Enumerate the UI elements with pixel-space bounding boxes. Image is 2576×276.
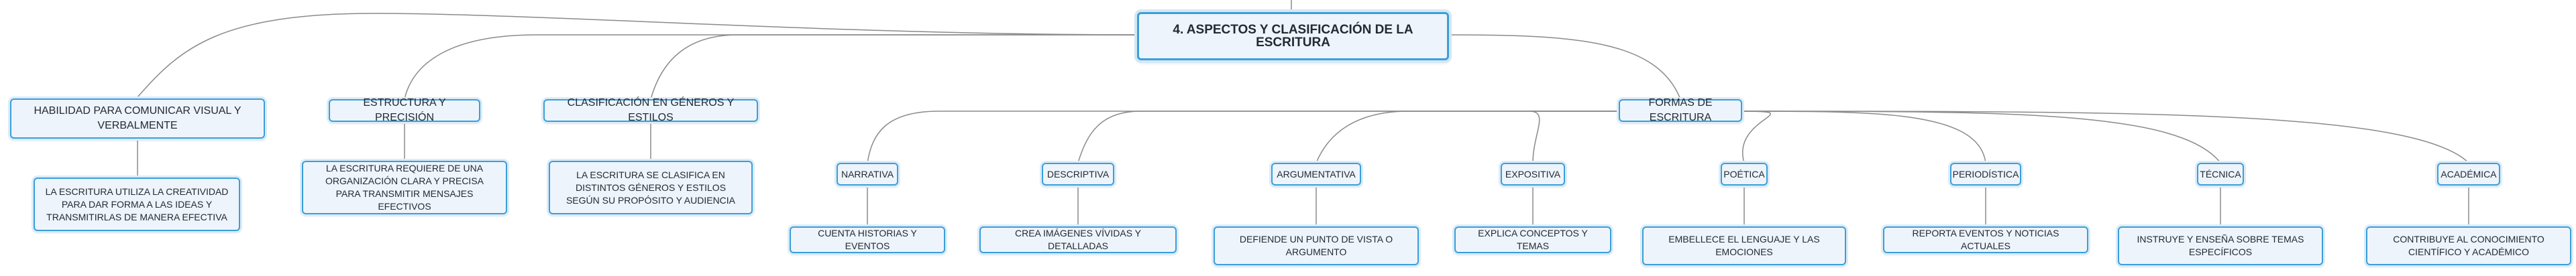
form-tecnica[interactable]: TÉCNICA (2197, 163, 2244, 186)
branch-habilidad[interactable]: HABILIDAD PARA COMUNICAR VISUAL Y VERBAL… (10, 98, 265, 139)
branch-clasificacion[interactable]: CLASIFICACIÓN EN GÉNEROS Y ESTILOS (543, 97, 758, 123)
root-label: 4. ASPECTOS Y CLASIFICACIÓN DE LA ESCRIT… (1173, 23, 1413, 50)
detail-expositiva[interactable]: EXPLICA CONCEPTOS Y TEMAS (1454, 226, 1611, 253)
form-tecnica-label: TÉCNICA (2200, 168, 2241, 180)
form-descriptiva-label: DESCRIPTIVA (1046, 168, 1110, 180)
detail-clasificacion-text: LA ESCRITURA SE CLASIFICA EN DISTINTOS G… (566, 169, 736, 206)
connector-formas-narrativa (867, 111, 1619, 163)
branch-habilidad-label: HABILIDAD PARA COMUNICAR VISUAL Y VERBAL… (34, 105, 241, 131)
form-periodistica[interactable]: PERIODÍSTICA (1950, 163, 2021, 186)
form-argumentativa[interactable]: ARGUMENTATIVA (1271, 163, 1361, 186)
form-expositiva[interactable]: EXPOSITIVA (1501, 163, 1565, 186)
form-narrativa[interactable]: NARRATIVA (837, 163, 898, 186)
branch-formas[interactable]: FORMAS DE ESCRITURA (1619, 97, 1742, 123)
form-poetica[interactable]: POÉTICA (1721, 163, 1768, 186)
detail-argumentativa[interactable]: DEFIENDE UN PUNTO DE VISTA O ARGUMENTO (1214, 226, 1419, 265)
detail-expositiva-text: EXPLICA CONCEPTOS Y TEMAS (1478, 228, 1588, 251)
form-periodistica-label: PERIODÍSTICA (1952, 168, 2019, 180)
root-node[interactable]: 4. ASPECTOS Y CLASIFICACIÓN DE LA ESCRIT… (1137, 12, 1449, 60)
detail-poetica-text: EMBELLECE EL LENGUAJE Y LAS EMOCIONES (1668, 234, 1820, 257)
connector-root-formas (1448, 34, 1681, 100)
form-argumentativa-label: ARGUMENTATIVA (1277, 168, 1356, 180)
detail-periodistica[interactable]: REPORTA EVENTOS Y NOTICIAS ACTUALES (1883, 226, 2088, 253)
connector-root-habilidad (137, 13, 1138, 98)
form-academica[interactable]: ACADÉMICA (2437, 163, 2500, 186)
connector-root-clasificacion (650, 34, 1137, 100)
detail-poetica[interactable]: EMBELLECE EL LENGUAJE Y LAS EMOCIONES (1642, 226, 1846, 265)
detail-descriptiva-text: CREA IMÁGENES VÍVIDAS Y DETALLADAS (1014, 228, 1142, 251)
form-descriptiva[interactable]: DESCRIPTIVA (1042, 163, 1114, 186)
detail-periodistica-text: REPORTA EVENTOS Y NOTICIAS ACTUALES (1912, 228, 2059, 251)
detail-narrativa[interactable]: CUENTA HISTORIAS Y EVENTOS (790, 226, 945, 253)
branch-formas-label: FORMAS DE ESCRITURA (1648, 97, 1713, 123)
detail-tecnica-text: INSTRUYE Y ENSEÑA SOBRE TEMAS ESPECÍFICO… (2137, 234, 2304, 257)
connector-formas-tecnica (1741, 111, 2221, 163)
form-academica-label: ACADÉMICA (2440, 168, 2497, 180)
branch-clasificacion-label: CLASIFICACIÓN EN GÉNEROS Y ESTILOS (567, 97, 735, 123)
connector-formas-descriptiva (1077, 111, 1619, 163)
detail-habilidad[interactable]: LA ESCRITURA UTILIZA LA CREATIVIDAD PARA… (34, 178, 240, 231)
detail-argumentativa-text: DEFIENDE UN PUNTO DE VISTA O ARGUMENTO (1239, 234, 1393, 257)
form-poetica-label: POÉTICA (1723, 168, 1765, 180)
connector-formas-poetica (1741, 111, 1771, 163)
connector-formas-argumentativa (1316, 111, 1619, 163)
detail-estructura-text: LA ESCRITURA REQUIERE DE UNA ORGANIZACIÓ… (325, 163, 484, 212)
detail-academica[interactable]: CONTRIBUYE AL CONOCIMIENTO CIENTÍFICO Y … (2366, 226, 2571, 265)
branch-estructura-label: ESTRUCTURA Y PRECISIÓN (363, 97, 446, 123)
connector-formas-periodistica (1741, 111, 1986, 163)
connector-formas-expositiva (1529, 111, 1619, 163)
connector-root-estructura (404, 34, 1137, 100)
detail-habilidad-text: LA ESCRITURA UTILIZA LA CREATIVIDAD PARA… (45, 186, 229, 222)
detail-descriptiva[interactable]: CREA IMÁGENES VÍVIDAS Y DETALLADAS (979, 226, 1177, 253)
form-narrativa-label: NARRATIVA (841, 168, 894, 180)
detail-clasificacion[interactable]: LA ESCRITURA SE CLASIFICA EN DISTINTOS G… (549, 161, 753, 214)
detail-estructura[interactable]: LA ESCRITURA REQUIERE DE UNA ORGANIZACIÓ… (302, 161, 507, 214)
connector-formas-academica (1741, 111, 2469, 163)
detail-academica-text: CONTRIBUYE AL CONOCIMIENTO CIENTÍFICO Y … (2393, 234, 2544, 257)
detail-narrativa-text: CUENTA HISTORIAS Y EVENTOS (818, 228, 917, 251)
form-expositiva-label: EXPOSITIVA (1505, 168, 1561, 180)
branch-estructura[interactable]: ESTRUCTURA Y PRECISIÓN (329, 97, 480, 123)
detail-tecnica[interactable]: INSTRUYE Y ENSEÑA SOBRE TEMAS ESPECÍFICO… (2118, 226, 2323, 265)
